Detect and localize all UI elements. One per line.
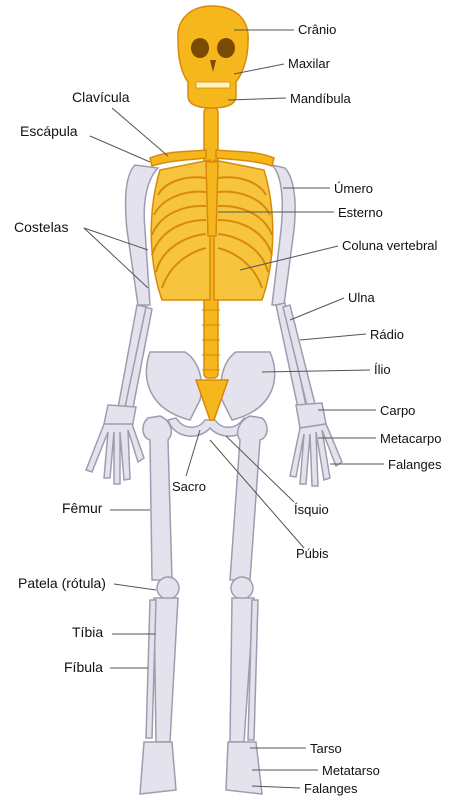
label-clavicula: Clavícula bbox=[72, 90, 130, 105]
label-coluna-vertebral: Coluna vertebral bbox=[342, 238, 437, 253]
label-ulna: Ulna bbox=[348, 290, 375, 305]
left-patella bbox=[157, 577, 179, 599]
label-cranio: Crânio bbox=[298, 22, 336, 37]
label-isquio: Ísquio bbox=[294, 502, 329, 517]
label-falanges-pe: Falanges bbox=[304, 781, 357, 796]
label-escapula: Escápula bbox=[20, 124, 78, 139]
right-femur bbox=[230, 416, 267, 580]
label-umero: Úmero bbox=[334, 181, 373, 196]
label-fibula: Fíbula bbox=[64, 660, 103, 675]
left-femur bbox=[143, 416, 172, 580]
sternum bbox=[206, 162, 218, 236]
right-humerus bbox=[272, 165, 295, 305]
label-sacro: Sacro bbox=[172, 479, 206, 494]
label-radio: Rádio bbox=[370, 327, 404, 342]
label-costelas: Costelas bbox=[14, 220, 68, 235]
label-metacarpo: Metacarpo bbox=[380, 431, 441, 446]
label-falanges-mao: Falanges bbox=[388, 457, 441, 472]
right-ilium bbox=[221, 352, 275, 420]
label-metatarso: Metatarso bbox=[322, 763, 380, 778]
left-foot bbox=[140, 742, 176, 794]
label-tibia: Tíbia bbox=[72, 625, 103, 640]
left-hand bbox=[86, 424, 144, 484]
label-tarso: Tarso bbox=[310, 741, 342, 756]
label-esterno: Esterno bbox=[338, 205, 383, 220]
right-hand bbox=[290, 424, 342, 486]
label-carpo: Carpo bbox=[380, 403, 415, 418]
teeth bbox=[196, 82, 230, 88]
right-eye-socket bbox=[217, 38, 235, 58]
left-ilium bbox=[146, 352, 201, 420]
label-pubis: Púbis bbox=[296, 546, 329, 561]
label-mandibula: Mandíbula bbox=[290, 91, 351, 106]
right-patella bbox=[231, 577, 253, 599]
left-eye-socket bbox=[191, 38, 209, 58]
label-femur: Fêmur bbox=[62, 501, 102, 516]
label-maxilar: Maxilar bbox=[288, 56, 330, 71]
left-fibula bbox=[146, 600, 156, 738]
label-patela: Patela (rótula) bbox=[18, 576, 106, 591]
label-ilio: Ílio bbox=[374, 362, 391, 377]
skull bbox=[178, 6, 248, 108]
left-tibia bbox=[154, 598, 178, 742]
